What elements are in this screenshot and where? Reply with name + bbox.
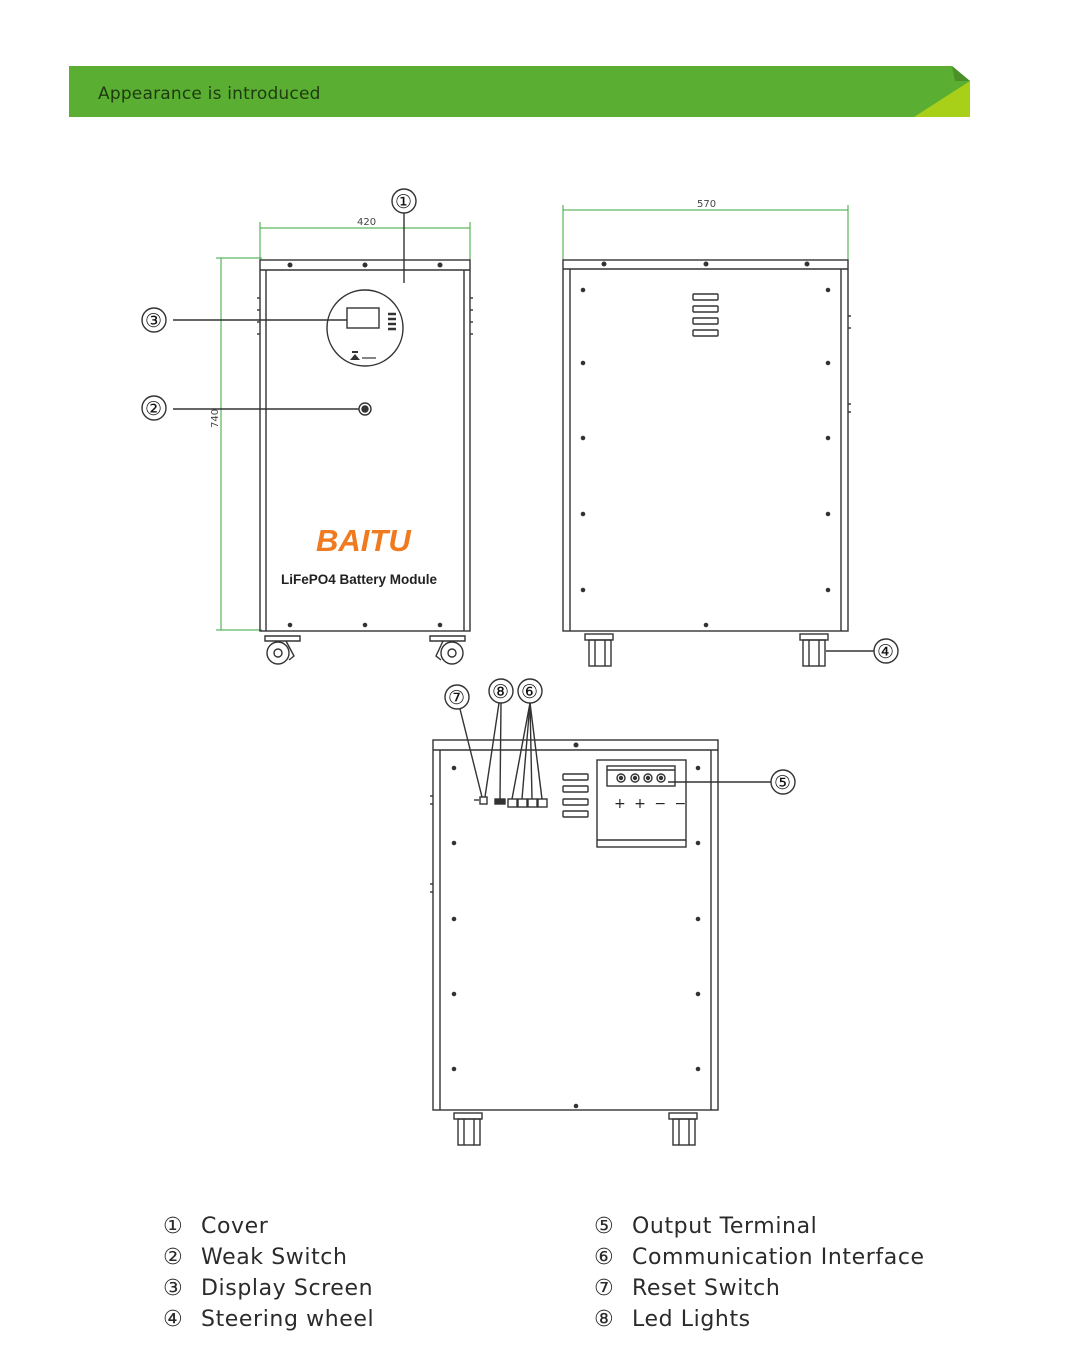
- callout-1: ①: [395, 191, 412, 213]
- technical-drawing: 420 740 BAITU: [141, 188, 899, 1146]
- legend-item: ① Cover: [163, 1211, 374, 1242]
- legend-number: ⑥: [594, 1245, 615, 1270]
- legend-right: ⑤ Output Terminal ⑥ Communication Interf…: [594, 1211, 925, 1335]
- brand-logo: BAITU: [316, 523, 412, 558]
- callout-5: ⑤: [774, 772, 791, 794]
- legend-item: ⑦ Reset Switch: [594, 1273, 925, 1304]
- display-panel: [326, 289, 404, 367]
- legend-item: ④ Steering wheel: [163, 1304, 374, 1335]
- legend-item: ③ Display Screen: [163, 1273, 374, 1304]
- callout-6: ⑥: [521, 681, 538, 703]
- legend-number: ①: [163, 1214, 184, 1239]
- callout-3: ③: [145, 310, 162, 332]
- communication-ports: [507, 798, 548, 808]
- side-right-wheel: [799, 633, 829, 667]
- width-dimension: 420: [357, 217, 376, 228]
- section-banner: Appearance is introduced: [69, 66, 970, 117]
- legend-label: Reset Switch: [632, 1276, 781, 1301]
- legend-number: ②: [163, 1245, 184, 1270]
- legend-item: ⑤ Output Terminal: [594, 1211, 925, 1242]
- legend-label: Cover: [201, 1214, 269, 1239]
- output-terminal: + + − −: [596, 759, 688, 848]
- depth-dimension: 570: [697, 199, 716, 210]
- terminal-polarity: + + − −: [614, 796, 688, 812]
- front-right-wheel: [429, 635, 466, 665]
- legend-label: Communication Interface: [632, 1245, 925, 1270]
- led-lights: [494, 798, 506, 805]
- legend-number: ⑧: [594, 1307, 615, 1332]
- legend-left: ① Cover ② Weak Switch ③ Display Screen ④…: [163, 1211, 374, 1335]
- side-view: 570 ④: [562, 199, 899, 667]
- rear-left-wheel: [453, 1112, 483, 1146]
- callout-8: ⑧: [492, 681, 509, 703]
- legend-number: ③: [163, 1276, 184, 1301]
- legend-label: Steering wheel: [201, 1307, 375, 1332]
- callout-4: ④: [877, 641, 894, 663]
- callout-7: ⑦: [448, 687, 465, 709]
- legend-number: ④: [163, 1307, 184, 1332]
- legend-item: ⑥ Communication Interface: [594, 1242, 925, 1273]
- display-screen: [346, 307, 380, 329]
- banner-title: Appearance is introduced: [98, 84, 321, 104]
- banner-shape: [69, 66, 970, 117]
- legend-item: ② Weak Switch: [163, 1242, 374, 1273]
- legend-label: Output Terminal: [632, 1214, 818, 1239]
- height-dimension: 740: [210, 409, 221, 428]
- legend-number: ⑦: [594, 1276, 615, 1301]
- legend-number: ⑤: [594, 1214, 615, 1239]
- callout-2: ②: [145, 398, 162, 420]
- product-name: LiFePO4 Battery Module: [281, 572, 438, 587]
- legend-label: Led Lights: [632, 1307, 751, 1332]
- front-view: 420 740 BAITU: [141, 188, 473, 665]
- legend-item: ⑧ Led Lights: [594, 1304, 925, 1335]
- legend-label: Weak Switch: [201, 1245, 348, 1270]
- legend-label: Display Screen: [201, 1276, 374, 1301]
- rear-right-wheel: [668, 1112, 698, 1146]
- reset-switch: [474, 796, 488, 805]
- side-left-wheel: [584, 633, 614, 667]
- rear-view: + + − − ⑦ ⑧ ⑥ ⑤: [430, 678, 796, 1146]
- front-left-wheel: [264, 635, 301, 665]
